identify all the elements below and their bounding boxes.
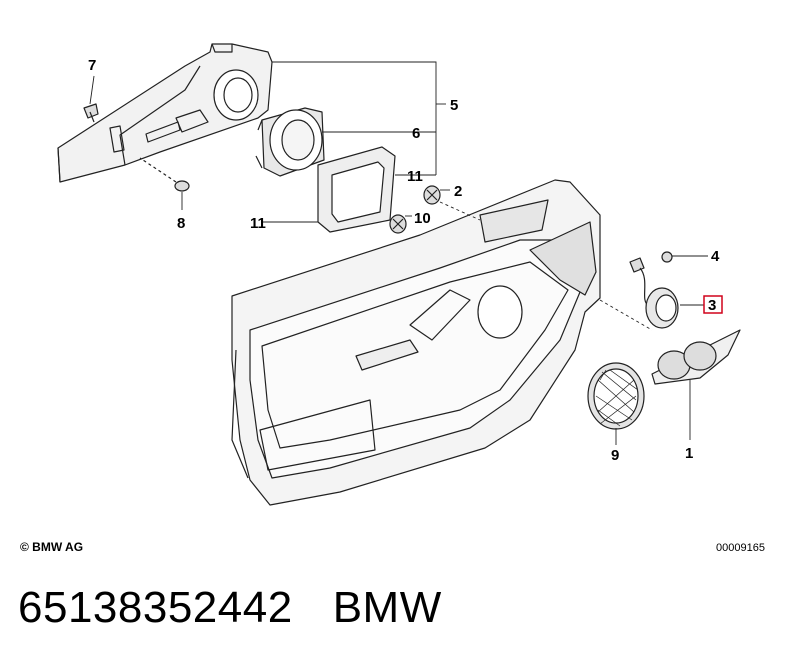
callout-5: 5: [450, 97, 458, 114]
tweeter-3: [629, 257, 679, 329]
speaker-housing-bracket: [57, 43, 273, 183]
callout-6: 6: [412, 125, 420, 142]
callout-4: 4: [711, 248, 720, 265]
callout-highlight: [703, 295, 723, 314]
callout-11-upper: 11: [407, 168, 423, 185]
callout-2: 2: [454, 183, 462, 200]
door-trim-panel: [231, 179, 601, 506]
clip-2: [423, 185, 441, 205]
callout-9: 9: [611, 447, 619, 464]
parts-diagram: 7 5 6 11 2 8 11 10 4 3 9 1: [57, 43, 741, 506]
copyright-notice: © BMW AG: [20, 540, 84, 554]
callout-1: 1: [685, 445, 693, 462]
callout-11-lower: 11: [250, 215, 266, 232]
speaker-6: [255, 107, 325, 177]
part-number: 65138352442: [18, 583, 293, 632]
screw-4: [661, 251, 673, 263]
footer-caption: 65138352442 BMW: [18, 583, 442, 633]
clip-10: [389, 214, 407, 234]
diagram-id: 00009165: [716, 542, 765, 554]
callout-7: 7: [88, 57, 96, 74]
speaker-grille-9: [587, 362, 645, 430]
callout-3: 3: [708, 297, 716, 314]
tweeter-grille-1: [651, 329, 741, 385]
push-rivet-7: [83, 103, 99, 123]
screw-8: [139, 157, 190, 192]
speaker-frame-11: [317, 146, 396, 233]
callout-10: 10: [414, 210, 431, 227]
callout-8: 8: [177, 215, 185, 232]
brand-name: BMW: [332, 583, 442, 632]
